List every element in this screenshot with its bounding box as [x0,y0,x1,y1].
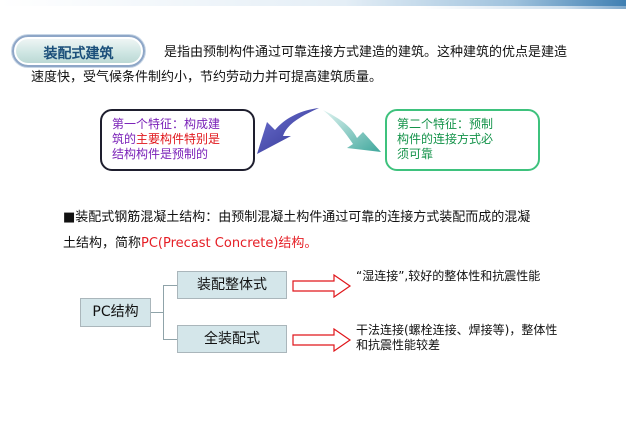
tree-connector-stem [151,312,163,313]
feature-2-line-2: 构件的连接方式必 [397,132,494,146]
branch-2-description-line-1: 干法连接(螺栓连接、焊接等)，整体性 [356,323,558,337]
right-curved-arrow-icon [323,110,381,152]
feature-2-line-3: 须可靠 [397,147,434,161]
title-pill-label: 装配式建筑 [43,46,114,62]
intro-line-1: 是指由预制构件通过可靠连接方式建造的建筑。这种建筑的优点是建造 [164,45,568,60]
feature-1-line-1: 第一个特征：构成建 [112,117,221,131]
title-pill: 装配式建筑 [12,35,145,67]
feature-1-line-2: 筑的主要构件特别是 [112,132,245,147]
hollow-arrow-icon-1 [292,274,352,298]
curved-arrows-graphic [257,108,381,154]
feature-1-highlight: 主要构件特别是 [136,132,221,146]
section-line-2: 土结构，简称PC(Precast Concrete)结构。 [63,232,317,251]
tree-connector-bottom [163,339,177,340]
top-accent-bar-secondary [420,6,626,9]
branch-2-description-line-2: 和抗震性能较差 [356,338,441,352]
branch-node-assembled-monolithic: 装配整体式 [177,271,287,299]
section-line-2-pre: 土结构，简称 [63,236,142,251]
feature-1-line-2-pre: 筑的 [112,132,137,146]
feature-2-line-1: 第二个特征：预制 [397,117,494,131]
top-accent-bar [0,0,626,6]
feature-2-box: 第二个特征：预制 构件的连接方式必 须可靠 [385,109,540,171]
pc-term-highlight: PC(Precast Concrete)结构。 [141,236,318,251]
branch-1-description: “湿连接”,较好的整体性和抗震性能 [356,269,541,283]
feature-1-box: 第一个特征：构成建 筑的主要构件特别是 结构构件是预制的 [100,109,255,171]
feature-1-line-3: 结构构件是预制的 [112,147,209,161]
hollow-arrow-icon-2 [292,328,352,352]
branch-node-fully-assembled: 全装配式 [177,325,287,353]
intro-line-2: 速度快，受气候条件制约小，节约劳动力并可提高建筑质量。 [31,70,383,85]
left-curved-arrow-icon [257,108,319,154]
pc-root-node: PC结构 [80,298,151,327]
section-line-1: ■装配式钢筋混凝土结构：由预制混凝土构件通过可靠的连接方式装配而成的混凝 [63,210,531,225]
tree-connector-top [163,285,177,286]
tree-connector-vertical [163,285,164,340]
